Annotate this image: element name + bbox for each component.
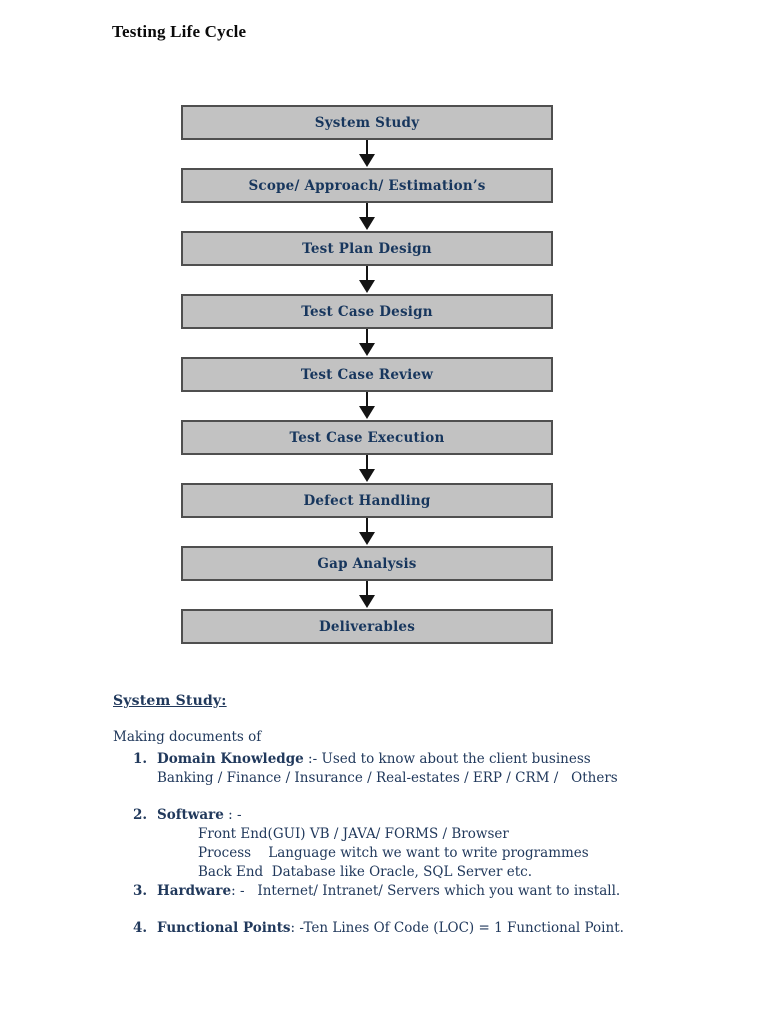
arrow-stem xyxy=(366,203,368,217)
list-item-number: 2. xyxy=(133,807,148,823)
arrow-stem xyxy=(366,518,368,532)
arrow-head xyxy=(359,217,375,230)
flow-step-label: Test Case Execution xyxy=(289,429,445,446)
arrow-stem xyxy=(366,329,368,343)
flow-step-label: Gap Analysis xyxy=(317,555,417,572)
page-title: Testing Life Cycle xyxy=(112,22,247,41)
list-item-continuation: Back End Database like Oracle, SQL Serve… xyxy=(198,864,533,880)
flow-step-box: Test Case Execution xyxy=(181,420,553,455)
flow-step-box: Test Case Review xyxy=(181,357,553,392)
down-arrow-icon xyxy=(359,392,375,420)
arrow-head xyxy=(359,406,375,419)
down-arrow-icon xyxy=(359,518,375,546)
arrow-head xyxy=(359,469,375,482)
flow-step-label: Test Case Design xyxy=(301,303,433,320)
flow-step-box: Test Plan Design xyxy=(181,231,553,266)
flow-step-label: Defect Handling xyxy=(303,492,431,509)
down-arrow-icon xyxy=(359,140,375,168)
list-item-line: 3. Hardware: - Internet/ Intranet/ Server… xyxy=(133,882,673,901)
list-item-line: 4. Functional Points: -Ten Lines Of Code … xyxy=(133,919,673,938)
list-item-term: Software xyxy=(157,807,224,823)
flow-step-box: Deliverables xyxy=(181,609,553,644)
down-arrow-icon xyxy=(359,203,375,231)
numbered-list: 1. Domain Knowledge :- Used to know about… xyxy=(113,750,673,938)
flow-step-label: System Study xyxy=(314,114,420,131)
flow-step-label: Scope/ Approach/ Estimation’s xyxy=(248,177,486,194)
down-arrow-icon xyxy=(359,581,375,609)
flow-step-label: Test Case Review xyxy=(300,366,434,383)
down-arrow-icon xyxy=(359,329,375,357)
list-item-term: Hardware xyxy=(157,883,232,899)
flow-step-box: Scope/ Approach/ Estimation’s xyxy=(181,168,553,203)
list-item-term: Functional Points xyxy=(157,920,291,936)
list-item-continuation: Process Language witch we want to write … xyxy=(198,845,589,861)
system-study-section: System Study: Making documents of 1. Doma… xyxy=(113,692,673,938)
arrow-stem xyxy=(366,581,368,595)
arrow-stem xyxy=(366,140,368,154)
flow-step-box: Gap Analysis xyxy=(181,546,553,581)
list-item: 3. Hardware: - Internet/ Intranet/ Server… xyxy=(113,882,673,901)
arrow-head xyxy=(359,532,375,545)
down-arrow-icon xyxy=(359,455,375,483)
list-item: 4. Functional Points: -Ten Lines Of Code … xyxy=(113,919,673,938)
arrow-stem xyxy=(366,392,368,406)
arrow-head xyxy=(359,343,375,356)
section-intro: Making documents of xyxy=(113,729,262,745)
list-item-text: : -Ten Lines Of Code (LOC) = 1 Functiona… xyxy=(290,920,624,936)
flow-step-box: System Study xyxy=(181,105,553,140)
list-item-number: 1. xyxy=(133,751,148,767)
flow-step-box: Defect Handling xyxy=(181,483,553,518)
arrow-stem xyxy=(366,455,368,469)
list-item-continuation: Front End(GUI) VB / JAVA/ FORMS / Browse… xyxy=(198,826,509,842)
list-item-number: 3. xyxy=(133,883,148,899)
list-item-continuation: Banking / Finance / Insurance / Real-est… xyxy=(157,770,618,786)
list-item-term: Domain Knowledge xyxy=(157,751,304,767)
list-item-text: : - Internet/ Intranet/ Servers which yo… xyxy=(231,883,621,899)
arrow-head xyxy=(359,280,375,293)
arrow-head xyxy=(359,595,375,608)
flow-step-box: Test Case Design xyxy=(181,294,553,329)
arrow-stem xyxy=(366,266,368,280)
list-item-number: 4. xyxy=(133,920,148,936)
list-item-line: 1. Domain Knowledge :- Used to know about… xyxy=(133,750,673,769)
list-item-text: : - xyxy=(223,807,242,823)
list-item: 2. Software : - Front End(GUI) VB / JAVA/ … xyxy=(113,806,673,882)
list-item-line: 2. Software : - xyxy=(133,806,673,825)
list-item-text: :- Used to know about the client busines… xyxy=(303,751,591,767)
list-item: 1. Domain Knowledge :- Used to know about… xyxy=(113,750,673,788)
flow-step-label: Test Plan Design xyxy=(302,240,432,257)
arrow-head xyxy=(359,154,375,167)
down-arrow-icon xyxy=(359,266,375,294)
flow-step-label: Deliverables xyxy=(318,618,415,635)
section-heading: System Study: xyxy=(113,693,227,709)
